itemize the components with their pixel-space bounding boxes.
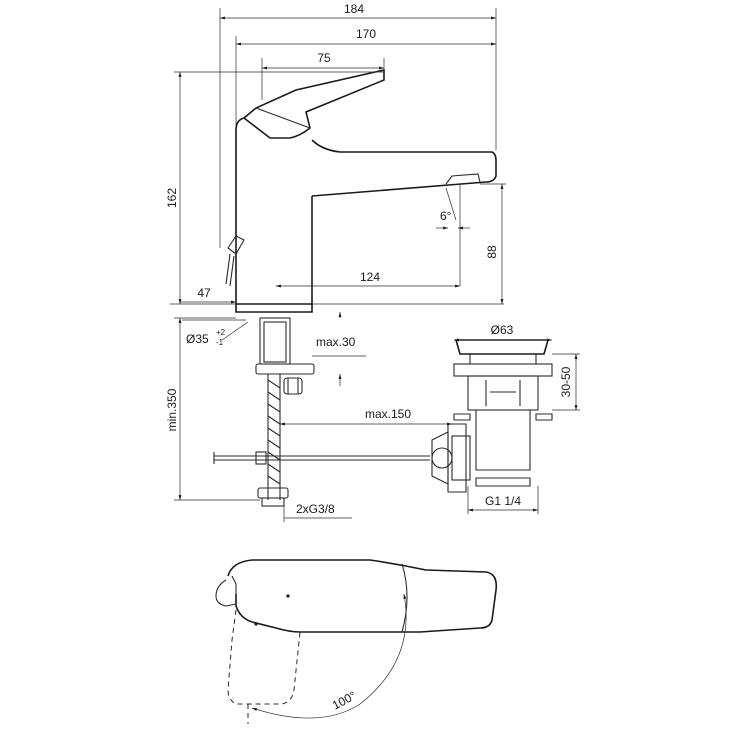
waste-valve [431,339,553,493]
dim-124: 124 [360,270,380,284]
dim-max150: max.150 [365,407,411,421]
faucet-side-view [225,68,497,313]
dim-184: 184 [344,2,364,16]
dim-min350: min.350 [165,388,179,431]
dim-162: 162 [165,188,179,208]
dimension-lines [170,8,580,522]
dim-47: 47 [197,286,211,300]
mounting-assembly [213,317,430,507]
dim-30-50: 30-50 [559,366,573,397]
dim-d35-tol-upper: +2 [216,328,226,337]
dim-170: 170 [356,27,376,41]
dim-2xg38: 2xG3/8 [296,502,335,516]
dim-d35-tol-lower: -1 [216,338,224,347]
dim-d35: Ø35 [186,332,209,346]
dim-75: 75 [317,51,331,65]
dim-g114: G1 1/4 [485,494,521,508]
dim-100deg: 100° [330,688,359,712]
dim-d63: Ø63 [491,323,514,337]
dim-88: 88 [485,245,499,259]
dim-6deg: 6° [440,209,452,223]
faucet-top-view: 100° [215,559,498,724]
dimension-labels: 184 170 75 162 88 6° 124 47 Ø35 +2 -1 ma… [165,2,573,516]
dim-max30: max.30 [316,335,356,349]
